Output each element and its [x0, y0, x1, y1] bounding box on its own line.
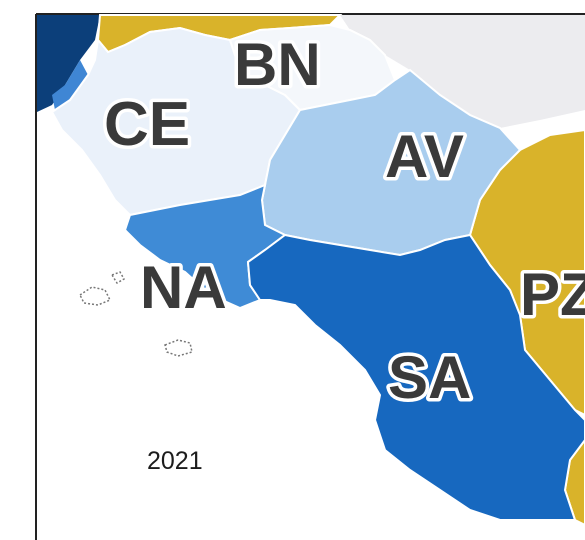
label-na: NA: [140, 254, 227, 321]
label-bn: BN: [234, 31, 321, 98]
label-ce: CE: [104, 90, 190, 159]
province-sa[interactable]: [246, 233, 585, 521]
neighbor-region-mid-blue: [52, 60, 88, 110]
label-pz: PZ: [520, 261, 585, 328]
year-label: 2021: [147, 447, 203, 475]
island-procida: [110, 271, 126, 285]
neighbor-region-dark-blue: [37, 15, 100, 112]
island-ischia: [79, 286, 112, 306]
label-sa: SA: [388, 344, 471, 411]
neighbor-region-top-right: [340, 15, 585, 128]
label-av: AV: [385, 123, 464, 190]
island-capri: [164, 339, 193, 357]
